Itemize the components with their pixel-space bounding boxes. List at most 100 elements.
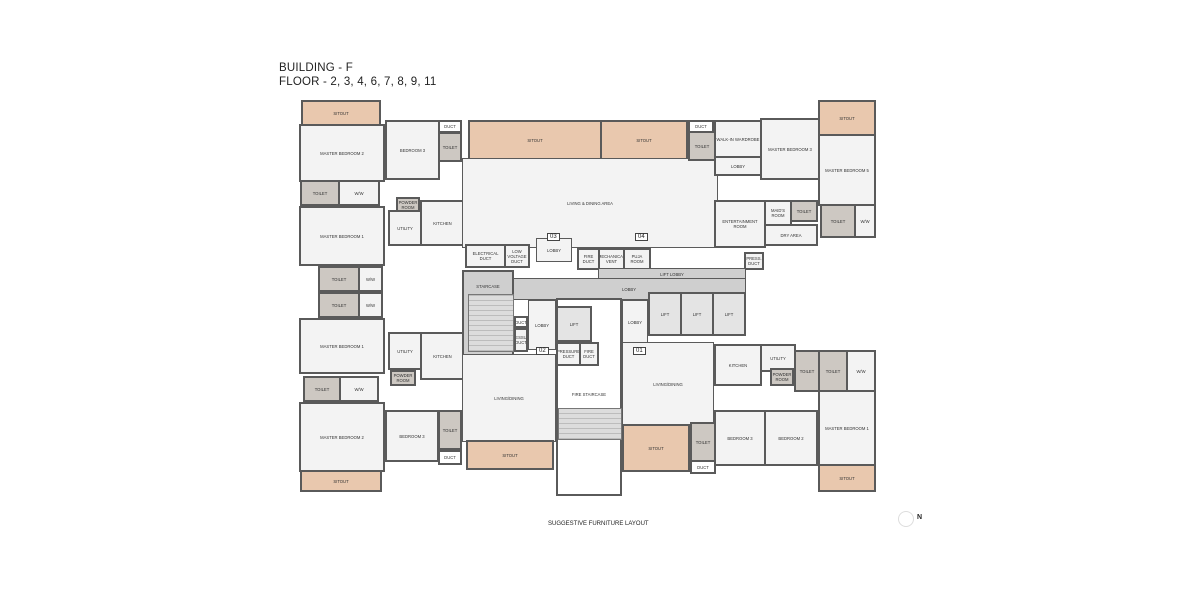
room-label: MAID'S ROOM — [770, 208, 786, 218]
room-master-bedroom: MASTER BEDROOM 2 — [299, 402, 385, 472]
room-label: STAIRCASE — [476, 284, 500, 289]
room-label: TOILET — [830, 218, 846, 224]
room-label: MECHANICAL VENT — [598, 254, 625, 264]
room-sitout: SITOUT — [600, 120, 688, 160]
room-bedroom: BEDROOM 2 — [764, 410, 818, 466]
room-walk-in-wardrobe: WALK-IN WARDROBE — [714, 120, 762, 158]
room-walk-in-wardrobe: W/W — [338, 180, 380, 206]
room-label: WALK-IN WARDROBE — [716, 136, 760, 142]
room-entertainment: ENTERTAINMENT ROOM — [714, 200, 766, 248]
room-label: TOILET — [799, 368, 815, 374]
room-label: DUCT — [515, 319, 527, 325]
room-label: LOW VOLTAGE DUCT — [507, 248, 527, 264]
room-sitout: SITOUT — [622, 424, 690, 472]
room-label: LIFT LOBBY — [660, 271, 684, 277]
room-sitout: SITOUT — [818, 464, 876, 492]
room-sitout: SITOUT — [818, 100, 876, 136]
room-label: BEDROOM 2 — [778, 435, 804, 441]
room-label: W/W — [365, 276, 376, 282]
room-toilet: TOILET — [438, 410, 462, 450]
room-label: MASTER BEDROOM 3 — [768, 146, 812, 152]
room-label: TOILET — [825, 368, 841, 374]
room-label: PUJA ROOM — [630, 254, 644, 264]
room-sitout: SITOUT — [300, 470, 382, 492]
room-utility: UTILITY — [388, 210, 422, 246]
fire-staircase: FIRE STAIRCASE — [556, 298, 622, 496]
pressure-duct: PRESSURE DUCT — [514, 328, 528, 352]
room-label: UTILITY — [397, 348, 413, 354]
room-label: SITOUT — [839, 475, 855, 481]
room-label: SITOUT — [333, 110, 349, 116]
room-toilet: TOILET — [790, 200, 818, 222]
room-label: LOBBY — [535, 322, 549, 328]
room-walk-in-wardrobe: W/W — [854, 204, 876, 238]
room-label: W/W — [860, 218, 870, 224]
room-label: KITCHEN — [433, 220, 452, 226]
staircase-steps — [468, 294, 514, 352]
room-label: LIFT — [660, 311, 670, 317]
room-label: ELECTRICAL DUCT — [472, 251, 499, 261]
room-label: MASTER BEDROOM 5 — [825, 167, 869, 173]
press-duct: PRESS. DUCT — [744, 252, 764, 270]
electrical-duct: ELECTRICAL DUCT — [465, 244, 506, 268]
room-label: UTILITY — [397, 225, 413, 231]
room-living-dining: LIVING & DINING AREA — [462, 158, 718, 248]
room-label: LIVING/DINING — [494, 395, 524, 401]
duct: DUCT — [690, 460, 716, 474]
low-voltage-duct: LOW VOLTAGE DUCT — [504, 244, 530, 268]
room-label: DUCT — [697, 464, 709, 470]
room-label: LIFT — [569, 321, 579, 327]
room-master-bedroom: MASTER BEDROOM 3 — [760, 118, 820, 180]
room-label: POWDER ROOM — [393, 373, 413, 383]
room-maids: MAID'S ROOM — [764, 200, 792, 226]
room-label: POWDER ROOM — [772, 372, 792, 382]
north-arrow-icon — [898, 511, 914, 527]
room-sitout: SITOUT — [301, 100, 381, 126]
room-label: W/W — [354, 386, 364, 392]
room-walk-in-wardrobe: W/W — [358, 266, 383, 292]
lobby: LOBBY — [622, 300, 648, 344]
room-powder: POWDER ROOM — [396, 197, 420, 212]
room-label: FIRE STAIRCASE — [571, 392, 607, 397]
room-master-bedroom: MASTER BEDROOM 1 — [818, 390, 876, 466]
room-powder: POWDER ROOM — [390, 370, 416, 386]
unit-number: 04 — [635, 233, 648, 241]
lift: LIFT — [556, 306, 592, 342]
lift: LIFT — [648, 292, 682, 336]
duct: DUCT — [438, 450, 462, 465]
room-label: ENTERTAINMENT ROOM — [722, 219, 758, 229]
room-toilet: TOILET — [438, 132, 462, 162]
room-kitchen: KITCHEN — [420, 332, 465, 380]
room-label: FIRE DUCT — [582, 254, 595, 264]
room-label: TOILET — [314, 386, 330, 392]
room-label: TOILET — [796, 208, 812, 214]
room-label: W/W — [365, 302, 376, 308]
room-label: FIRE DUCT — [583, 349, 595, 359]
room-kitchen: KITCHEN — [420, 200, 465, 246]
room-label: DRY AREA — [780, 232, 802, 238]
room-label: DUCT — [444, 455, 456, 460]
room-label: LIFT — [724, 311, 734, 317]
room-label: SITOUT — [636, 137, 652, 143]
room-label: SITOUT — [527, 137, 543, 143]
room-label: PRESSURE DUCT — [515, 335, 527, 345]
room-lobby: LOBBY — [714, 156, 762, 176]
room-label: LOBBY — [731, 163, 745, 169]
floor-list: FLOOR - 2, 3, 4, 6, 7, 8, 9, 11 — [279, 76, 437, 88]
room-sitout: SITOUT — [468, 120, 602, 160]
room-dry-area: DRY AREA — [764, 224, 818, 246]
room-toilet: TOILET — [318, 266, 360, 292]
room-label: TOILET — [331, 276, 347, 282]
room-walk-in-wardrobe: W/W — [846, 350, 876, 392]
room-label: PRESS. DUCT — [746, 256, 762, 266]
room-powder: POWDER ROOM — [770, 368, 794, 386]
room-label: LOBBY — [622, 286, 636, 292]
room-label: PRESSURE DUCT — [556, 349, 581, 359]
duct: DUCT — [514, 316, 528, 328]
room-label: SITOUT — [839, 115, 855, 121]
room-label: MASTER BEDROOM 2 — [320, 434, 364, 440]
room-toilet: TOILET — [690, 422, 716, 462]
room-label: LIFT — [692, 311, 702, 317]
unit-number: 03 — [547, 233, 560, 241]
